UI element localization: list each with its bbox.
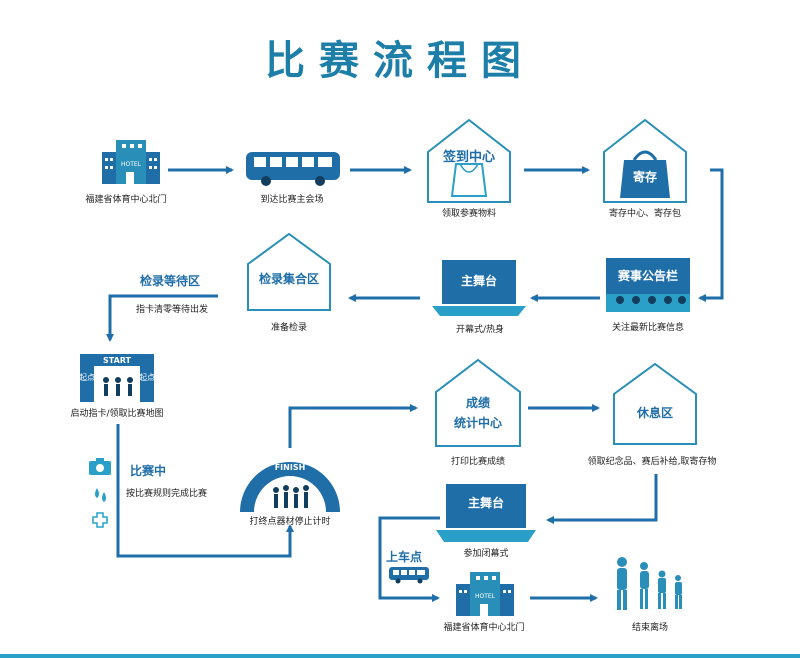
arrow-finish-to-results xyxy=(288,404,418,448)
stage1-title: 主舞台 xyxy=(460,274,497,288)
waiting-title: 检录等待区 xyxy=(140,274,201,288)
results-title-line2: 统计中心 xyxy=(453,416,502,430)
start-side-right: 起点 xyxy=(139,373,155,382)
hotel-end-sign: HOTEL xyxy=(475,593,496,600)
finish-caption: 打终点器材停止计时 xyxy=(249,517,331,527)
hotel-end-caption: 福建省体育中心北门 xyxy=(443,623,525,633)
arrow-waiting-to-start xyxy=(106,294,218,342)
people-leaving-icon xyxy=(610,556,690,612)
camera-icon xyxy=(88,456,112,476)
storage-caption: 寄存中心、寄存包 xyxy=(608,209,682,219)
assembly-title: 检录集合区 xyxy=(258,272,319,286)
stage1-caption: 开幕式/热身 xyxy=(455,325,505,335)
stage2-screen-icon: 主舞台 xyxy=(436,482,536,544)
bus-caption: 到达比赛主会场 xyxy=(260,195,324,205)
racing-caption: 按比赛规则完成比赛 xyxy=(126,489,208,499)
results-caption: 打印比赛成绩 xyxy=(450,457,506,467)
checkin-house-icon: 签到中心 xyxy=(424,116,514,204)
page-title: 比赛流程图 xyxy=(265,38,535,84)
arrow-storage-to-notice xyxy=(698,168,724,302)
racing-title: 比赛中 xyxy=(130,464,167,478)
hotel-start-caption: 福建省体育中心北门 xyxy=(85,195,167,205)
hotel-start-icon: HOTEL xyxy=(100,134,160,184)
notice-board-icon: 赛事公告栏 xyxy=(606,258,690,314)
checkin-title: 签到中心 xyxy=(442,150,495,165)
start-banner: START xyxy=(103,356,132,365)
pickup-bus-icon xyxy=(388,566,430,584)
start-arch-icon: START 起点 起点 xyxy=(70,346,164,402)
results-house-icon: 成绩 统计中心 xyxy=(432,356,524,448)
start-side-left: 起点 xyxy=(79,373,95,382)
finish-banner: FINISH xyxy=(275,463,306,472)
storage-title: 寄存 xyxy=(632,170,657,184)
leave-caption: 结束离场 xyxy=(631,623,669,633)
storage-house-icon: 寄存 xyxy=(600,116,690,204)
start-caption: 启动指卡/领取比赛地图 xyxy=(70,409,164,419)
arrow-racing-to-finish xyxy=(116,424,294,558)
checkin-caption: 领取参赛物料 xyxy=(441,209,497,219)
arrow-rest-to-stage xyxy=(546,474,658,524)
assembly-caption: 准备检录 xyxy=(270,323,308,333)
first-aid-icon xyxy=(92,512,108,528)
hotel-sign: HOTEL xyxy=(121,161,142,168)
notice-title: 赛事公告栏 xyxy=(617,269,678,283)
finish-arch-icon: FINISH xyxy=(238,456,342,512)
stage2-caption: 参加闭幕式 xyxy=(463,549,509,559)
hotel-end-icon: HOTEL xyxy=(454,566,514,616)
bus-icon xyxy=(244,150,342,186)
results-title-line1: 成绩 xyxy=(465,396,490,410)
stage2-title: 主舞台 xyxy=(467,496,504,510)
rest-caption: 领取纪念品、赛后补给,取寄存物 xyxy=(587,457,717,467)
bottom-accent-bar xyxy=(0,654,800,658)
water-drop-icon xyxy=(92,486,110,504)
arrow-stage-to-hotel xyxy=(378,516,440,602)
rest-title: 休息区 xyxy=(636,406,673,420)
assembly-house-icon: 检录集合区 xyxy=(244,230,334,312)
pickup-title: 上车点 xyxy=(386,550,423,564)
waiting-caption: 指卡清零等待出发 xyxy=(136,305,209,315)
stage1-screen-icon: 主舞台 xyxy=(432,258,526,318)
notice-caption: 关注最新比赛信息 xyxy=(611,323,685,333)
rest-house-icon: 休息区 xyxy=(610,360,700,446)
